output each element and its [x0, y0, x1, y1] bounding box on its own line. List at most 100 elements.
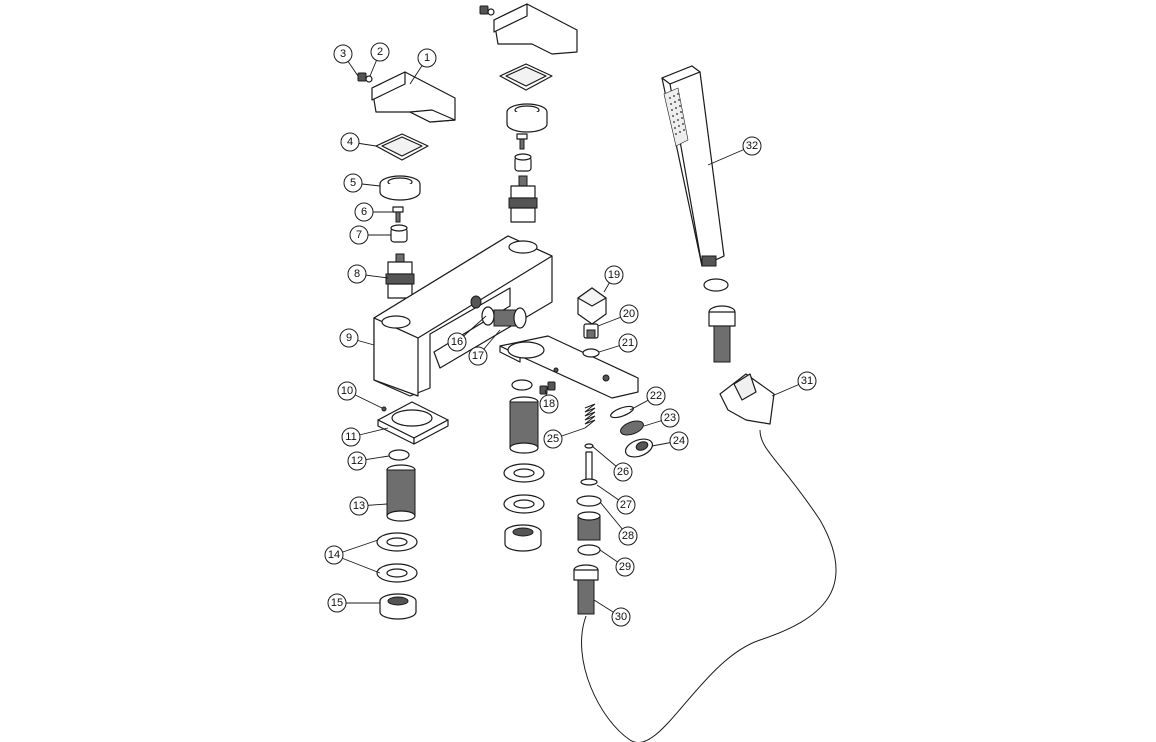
callout-circle — [604, 265, 624, 285]
callout-2: 2 — [370, 42, 390, 62]
callout-label: 1 — [424, 52, 430, 64]
right-cartridge — [508, 175, 538, 223]
callout-circle — [615, 557, 635, 577]
left-screw — [392, 206, 404, 223]
callout-label: 7 — [356, 229, 362, 241]
callout-circle — [447, 332, 467, 352]
spout-grub-screws — [539, 381, 556, 395]
aerator-washer — [610, 405, 634, 419]
right-screw — [516, 133, 528, 150]
callout-32: 32 — [742, 136, 762, 156]
callout-10: 10 — [337, 381, 357, 401]
callout-circle — [660, 408, 680, 428]
callout-15: 15 — [327, 593, 347, 613]
right-washers — [503, 463, 545, 514]
callout-circle — [343, 173, 363, 193]
wall-bracket — [719, 373, 775, 425]
callout-label: 8 — [354, 268, 360, 280]
callout-circle — [797, 371, 817, 391]
aerator-cap — [624, 438, 654, 458]
left-ring — [379, 175, 421, 201]
callout-label: 16 — [451, 336, 463, 348]
callout-layer: 1234567891011121314151617181920212223242… — [324, 42, 817, 627]
shower-hose — [581, 429, 837, 742]
callout-label: 21 — [622, 337, 634, 349]
callout-label: 30 — [615, 611, 627, 623]
left-threaded-tail — [386, 464, 416, 522]
right-ring — [506, 103, 548, 133]
callout-28: 28 — [618, 526, 638, 546]
callout-circle — [646, 386, 666, 406]
callout-7: 7 — [349, 225, 369, 245]
right-threaded-tail — [509, 396, 539, 454]
callout-circle — [543, 429, 563, 449]
callout-24: 24 — [669, 431, 689, 451]
callout-label: 10 — [341, 385, 353, 397]
callout-circle — [341, 427, 361, 447]
callout-11: 11 — [341, 427, 361, 447]
callout-8: 8 — [347, 264, 367, 284]
left-adapter — [390, 224, 408, 243]
callout-circle — [349, 496, 369, 516]
callout-circle — [618, 333, 638, 353]
right-backnut — [504, 524, 542, 552]
callout-26: 26 — [613, 462, 633, 482]
left-cartridge — [385, 253, 415, 299]
callout-label: 2 — [377, 46, 383, 58]
callout-4: 4 — [340, 132, 360, 152]
callout-label: 22 — [650, 390, 662, 402]
callout-27: 27 — [616, 495, 636, 515]
callout-12: 12 — [347, 451, 367, 471]
callout-1: 1 — [417, 48, 437, 68]
left-square-shroud — [375, 133, 429, 161]
right-lever-handle — [493, 3, 578, 55]
callout-label: 12 — [351, 455, 363, 467]
callout-label: 24 — [673, 435, 685, 447]
callout-circle — [417, 48, 437, 68]
callout-label: 3 — [340, 48, 346, 60]
callout-label: 28 — [622, 530, 634, 542]
diverter-washer — [582, 348, 600, 358]
spindle-washer — [576, 495, 602, 507]
right-grub-screw — [479, 5, 495, 16]
callout-label: 29 — [619, 561, 631, 573]
left-grub-screw — [357, 72, 373, 83]
aerator-insert — [620, 420, 644, 436]
callout-label: 20 — [623, 308, 635, 320]
callout-22: 22 — [646, 386, 666, 406]
callout-label: 17 — [472, 350, 484, 362]
callout-25: 25 — [543, 429, 563, 449]
callout-circle — [742, 136, 762, 156]
callout-label: 13 — [353, 500, 365, 512]
callout-label: 31 — [801, 375, 813, 387]
callout-label: 9 — [346, 332, 352, 344]
callout-circle — [354, 202, 374, 222]
hose-nut — [708, 305, 736, 363]
callout-circle — [324, 545, 344, 565]
callout-circle — [468, 346, 488, 366]
callout-circle — [539, 394, 559, 414]
left-washers — [376, 532, 418, 583]
callout-16: 16 — [447, 332, 467, 352]
left-lever-handle — [371, 71, 456, 123]
callout-14: 14 — [324, 545, 344, 565]
callout-label: 27 — [620, 499, 632, 511]
callout-29: 29 — [615, 557, 635, 577]
diverter-spring — [584, 403, 596, 429]
callout-circle — [340, 132, 360, 152]
left-backnut — [379, 593, 417, 620]
callout-circle — [347, 264, 367, 284]
callout-circle — [333, 44, 353, 64]
hose-connector — [481, 306, 527, 329]
callout-circle — [337, 381, 357, 401]
callout-circle — [611, 607, 631, 627]
callout-21: 21 — [618, 333, 638, 353]
handset-washer — [703, 278, 729, 292]
callout-31: 31 — [797, 371, 817, 391]
callout-label: 18 — [543, 398, 555, 410]
diverter-body — [577, 511, 601, 541]
callout-20: 20 — [619, 304, 639, 324]
callout-label: 25 — [547, 433, 559, 445]
